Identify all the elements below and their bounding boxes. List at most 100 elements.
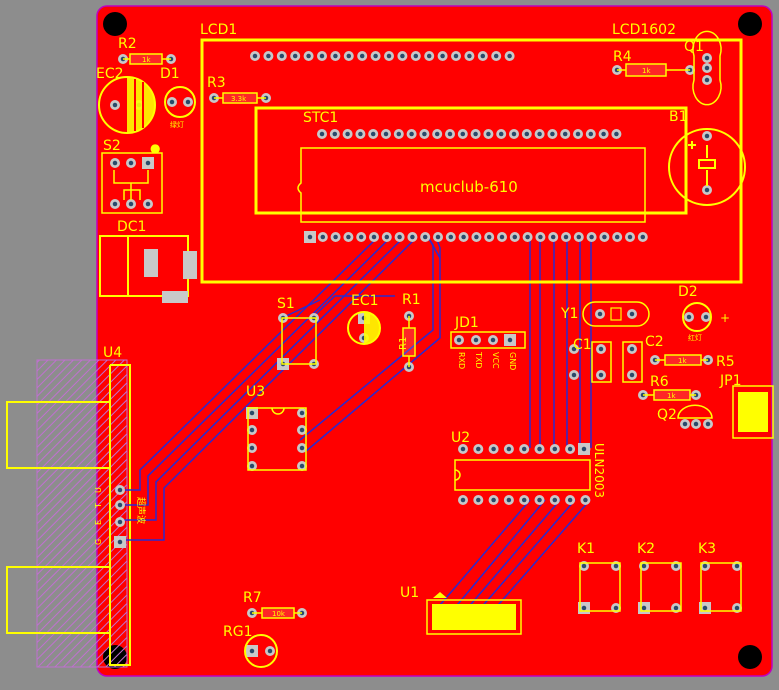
note-d1: 绿灯 bbox=[170, 120, 184, 129]
pad-hole bbox=[396, 131, 402, 137]
pad-hole bbox=[112, 160, 118, 166]
pad-hole bbox=[537, 131, 542, 137]
value-r3: 3.3k bbox=[231, 95, 247, 103]
pad-hole bbox=[538, 234, 543, 240]
value-r5: 1k bbox=[678, 357, 687, 365]
pad-hole bbox=[409, 131, 414, 137]
pad-hole bbox=[537, 446, 542, 452]
stc1-outline bbox=[254, 106, 688, 215]
pad-hole bbox=[563, 234, 569, 240]
jd1-pin-rxd: RXD bbox=[457, 352, 466, 369]
label-r1-body: R1 bbox=[398, 337, 409, 350]
pad-hole bbox=[145, 160, 151, 166]
u4-pin-t: T bbox=[94, 503, 103, 509]
pad-hole bbox=[734, 563, 740, 569]
k1-outline bbox=[579, 562, 621, 612]
pad-hole bbox=[145, 201, 151, 207]
jd1-pin-labels: RXD TXD VCC GND bbox=[457, 351, 517, 370]
pad-hole bbox=[512, 234, 518, 240]
pad-hole bbox=[117, 487, 123, 493]
pad-hole bbox=[525, 234, 530, 240]
jp1-body bbox=[738, 392, 768, 432]
pad-hole bbox=[346, 234, 351, 240]
pad-hole bbox=[448, 234, 454, 240]
jd1-outline bbox=[450, 331, 526, 349]
label-k3: K3 bbox=[698, 541, 716, 557]
d1-led-outline bbox=[164, 86, 196, 118]
pad-hole bbox=[460, 497, 466, 503]
pad-hole bbox=[371, 234, 377, 240]
u4-pin-g: G bbox=[94, 539, 103, 545]
pad-hole bbox=[641, 605, 647, 611]
pad-hole bbox=[703, 314, 709, 320]
pad-hole bbox=[440, 53, 445, 59]
pad-hole bbox=[267, 648, 273, 654]
pad-hole bbox=[434, 131, 440, 137]
pad-hole bbox=[473, 337, 479, 343]
label-mcu: mcuclub-610 bbox=[420, 178, 518, 196]
pad-hole bbox=[581, 605, 587, 611]
label-lcd1: LCD1 bbox=[200, 22, 237, 38]
pad-hole bbox=[319, 53, 325, 59]
pad-hole bbox=[333, 234, 338, 240]
pad-hole bbox=[249, 445, 255, 451]
pad-hole bbox=[410, 234, 415, 240]
pad-hole bbox=[117, 502, 123, 508]
u2-outline bbox=[454, 459, 591, 491]
pad-hole bbox=[673, 605, 679, 611]
pad-hole bbox=[447, 131, 453, 137]
pad-hole bbox=[249, 410, 255, 416]
jd1-pin-vcc: VCC bbox=[491, 352, 500, 369]
label-r1: R1 bbox=[402, 292, 421, 308]
value-r2: 1k bbox=[142, 56, 151, 64]
u1-connector bbox=[426, 592, 522, 635]
pad-hole bbox=[491, 497, 496, 503]
pad-hole bbox=[292, 53, 298, 59]
pad-hole bbox=[581, 563, 587, 569]
pad-hole bbox=[386, 53, 392, 59]
pad-hole bbox=[627, 234, 633, 240]
label-d2: D2 bbox=[678, 284, 698, 300]
pad-hole bbox=[249, 463, 255, 469]
label-u3: U3 bbox=[246, 384, 265, 400]
pad-hole bbox=[249, 427, 255, 433]
dc1-jack bbox=[99, 235, 197, 303]
pad-hole bbox=[473, 131, 478, 137]
component-labels: LCD1 LCD1602 STC1 mcuclub-610 R2 EC2 D1 … bbox=[96, 22, 741, 640]
pad-hole bbox=[456, 337, 462, 343]
label-u2: U2 bbox=[451, 430, 470, 446]
note-u4: 超声波 bbox=[135, 497, 147, 524]
pad-hole bbox=[299, 463, 305, 469]
label-r3: R3 bbox=[207, 75, 226, 91]
label-r7: R7 bbox=[243, 590, 262, 606]
label-u4: U4 bbox=[103, 345, 122, 361]
label-r5: R5 bbox=[716, 354, 735, 370]
pad-hole bbox=[490, 337, 496, 343]
pad-hole bbox=[567, 497, 573, 503]
label-c1: C1 bbox=[573, 337, 592, 353]
pad-hole bbox=[299, 427, 305, 433]
keepout-area bbox=[36, 359, 128, 668]
s1-outline bbox=[281, 317, 317, 365]
pad-hole bbox=[493, 53, 499, 59]
svg-text:+: + bbox=[720, 311, 730, 325]
polarity-marks: + ● bbox=[150, 141, 730, 325]
pad-hole bbox=[506, 497, 512, 503]
pad-hole bbox=[320, 234, 326, 240]
label-s1: S1 bbox=[277, 296, 295, 312]
pad-hole bbox=[704, 65, 710, 71]
pad-hole bbox=[507, 337, 513, 343]
svg-text:●: ● bbox=[150, 141, 160, 155]
pad-hole bbox=[112, 201, 118, 207]
c2-outline bbox=[622, 341, 643, 383]
pad-hole bbox=[613, 605, 619, 611]
label-dc1: DC1 bbox=[117, 219, 146, 235]
s2-switch bbox=[101, 152, 163, 214]
pad-hole bbox=[117, 519, 123, 525]
y1-outline bbox=[582, 301, 650, 327]
pad-hole bbox=[299, 445, 305, 451]
ec1-capacitor bbox=[347, 311, 381, 345]
pad-hole bbox=[702, 605, 708, 611]
pad-hole bbox=[461, 234, 466, 240]
label-lcd1602: LCD1602 bbox=[612, 22, 676, 38]
